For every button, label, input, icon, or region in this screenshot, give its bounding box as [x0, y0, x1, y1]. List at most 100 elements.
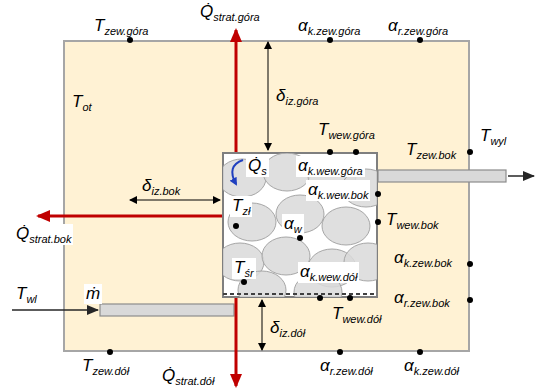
symbol-subscript: śr	[244, 267, 253, 279]
symbol-label: αk.wew.góra	[296, 156, 365, 177]
symbol-label: αr.zew.dół	[318, 356, 375, 377]
symbol-main: α	[394, 288, 404, 307]
symbol-main: δ	[276, 86, 285, 105]
symbol-subscript: r.zew.dół	[330, 365, 373, 377]
symbol-label: αk.wew.dół	[298, 262, 359, 283]
heat-loss-arrow	[235, 30, 238, 152]
symbol-label: Tzł	[230, 196, 252, 217]
symbol-label: Tzew.dół	[80, 356, 131, 377]
label-holder: αk.wew.dół	[298, 262, 359, 283]
symbol-main: T	[234, 258, 244, 277]
symbol-subscript: k.zew.bok	[404, 257, 452, 269]
heat-loss-arrow	[235, 298, 238, 386]
label-holder: Twew.bok	[384, 210, 441, 231]
symbol-main: T	[16, 284, 26, 303]
label-holder: Tzew.góra	[92, 16, 150, 37]
symbol-subscript: wew.bok	[396, 219, 438, 231]
symbol-subscript: wew.góra	[328, 129, 374, 141]
grate-line	[223, 293, 377, 295]
label-holder: Twew.góra	[316, 120, 377, 141]
label-holder: Tzew.bok	[404, 140, 458, 161]
symbol-subscript: strat.góra	[213, 11, 259, 23]
dimension-arrow	[262, 300, 263, 350]
symbol-main: α	[388, 16, 398, 35]
symbol-label: Q̇s	[246, 156, 269, 177]
label-holder: Q̇strat.góra	[198, 2, 262, 23]
symbol-main: T	[82, 356, 92, 375]
symbol-subscript: k.wew.bok	[318, 189, 369, 201]
symbol-main: δ	[142, 176, 151, 195]
symbol-label: Q̇strat.góra	[198, 2, 262, 23]
label-holder: αw	[282, 214, 304, 235]
symbol-main: T	[386, 210, 396, 229]
symbol-main: T	[318, 120, 328, 139]
stone-bed	[223, 153, 377, 297]
symbol-subscript: zew.bok	[416, 149, 456, 161]
symbol-label: Tzew.góra	[92, 16, 150, 37]
symbol-main: α	[298, 16, 308, 35]
symbol-label: Tzew.bok	[404, 140, 458, 161]
symbol-subscript: k.wew.dół	[310, 271, 358, 283]
symbol-subscript: k.zew.góra	[308, 25, 361, 37]
label-holder: αr.zew.dół	[318, 356, 375, 377]
symbol-label: Twyl	[478, 126, 508, 147]
heat-loss-arrow	[38, 215, 222, 218]
label-holder: Twyl	[478, 126, 508, 147]
symbol-main: ṁ	[86, 284, 100, 303]
outflow-arrow	[508, 175, 534, 177]
inlet-pipe	[100, 304, 234, 316]
symbol-main: Q̇	[200, 2, 213, 21]
symbol-subscript: s	[261, 165, 267, 177]
symbol-label: αk.wew.bok	[306, 180, 370, 201]
symbol-label: αw	[282, 214, 304, 235]
label-holder: αk.zew.dół	[402, 356, 461, 377]
symbol-label: αr.zew.bok	[392, 288, 452, 309]
symbol-main: α	[298, 156, 308, 175]
label-holder: αr.zew.bok	[392, 288, 452, 309]
symbol-label: Twew.bok	[384, 210, 441, 231]
inflow-arrow	[12, 309, 98, 311]
label-holder: Tzew.dół	[80, 356, 131, 377]
label-holder: αk.zew.bok	[392, 248, 454, 269]
symbol-main: α	[320, 356, 330, 375]
symbol-label: αk.zew.dół	[402, 356, 461, 377]
label-holder: Twl	[14, 284, 39, 305]
label-holder: αk.wew.góra	[296, 156, 365, 177]
symbol-label: δiz.dół	[268, 318, 307, 339]
symbol-label: Twew.dół	[330, 304, 384, 325]
symbol-subscript: iz.dół	[279, 327, 305, 339]
symbol-main: T	[332, 304, 342, 323]
symbol-label: Q̇strat.dół	[160, 366, 216, 387]
symbol-label: αr.zew.góra	[386, 16, 450, 37]
symbol-main: T	[232, 196, 242, 215]
symbol-subscript: zew.góra	[104, 25, 148, 37]
symbol-main: Q̇	[248, 156, 261, 175]
label-holder: αk.zew.góra	[296, 16, 362, 37]
label-holder: Tśr	[232, 258, 256, 279]
symbol-subscript: zł	[242, 205, 250, 217]
symbol-main: Q̇	[16, 224, 29, 243]
symbol-subscript: wyl	[490, 135, 506, 147]
symbol-subscript: wl	[26, 293, 36, 305]
dimension-arrow	[268, 42, 269, 150]
symbol-subscript: wew.dół	[342, 313, 381, 325]
symbol-label: δiz.bok	[140, 176, 182, 197]
outlet-pipe	[378, 170, 506, 182]
label-holder: δiz.góra	[274, 86, 320, 107]
symbol-subscript: strat.bok	[29, 233, 71, 245]
measure-points	[107, 37, 473, 355]
label-holder: αr.zew.góra	[386, 16, 450, 37]
symbol-subscript: r.zew.bok	[404, 297, 450, 309]
label-holder: αk.wew.bok	[306, 180, 370, 201]
symbol-label: Twew.góra	[316, 120, 377, 141]
symbol-label: Q̇strat.bok	[14, 224, 73, 245]
label-holder: Tzł	[230, 196, 252, 217]
symbol-main: α	[394, 248, 404, 267]
symbol-subscript: zew.dół	[92, 365, 129, 377]
label-holder: ṁ	[84, 284, 102, 304]
symbol-subscript: w	[294, 223, 302, 235]
symbol-main: δ	[270, 318, 279, 337]
label-holder: Q̇strat.dół	[160, 366, 216, 387]
